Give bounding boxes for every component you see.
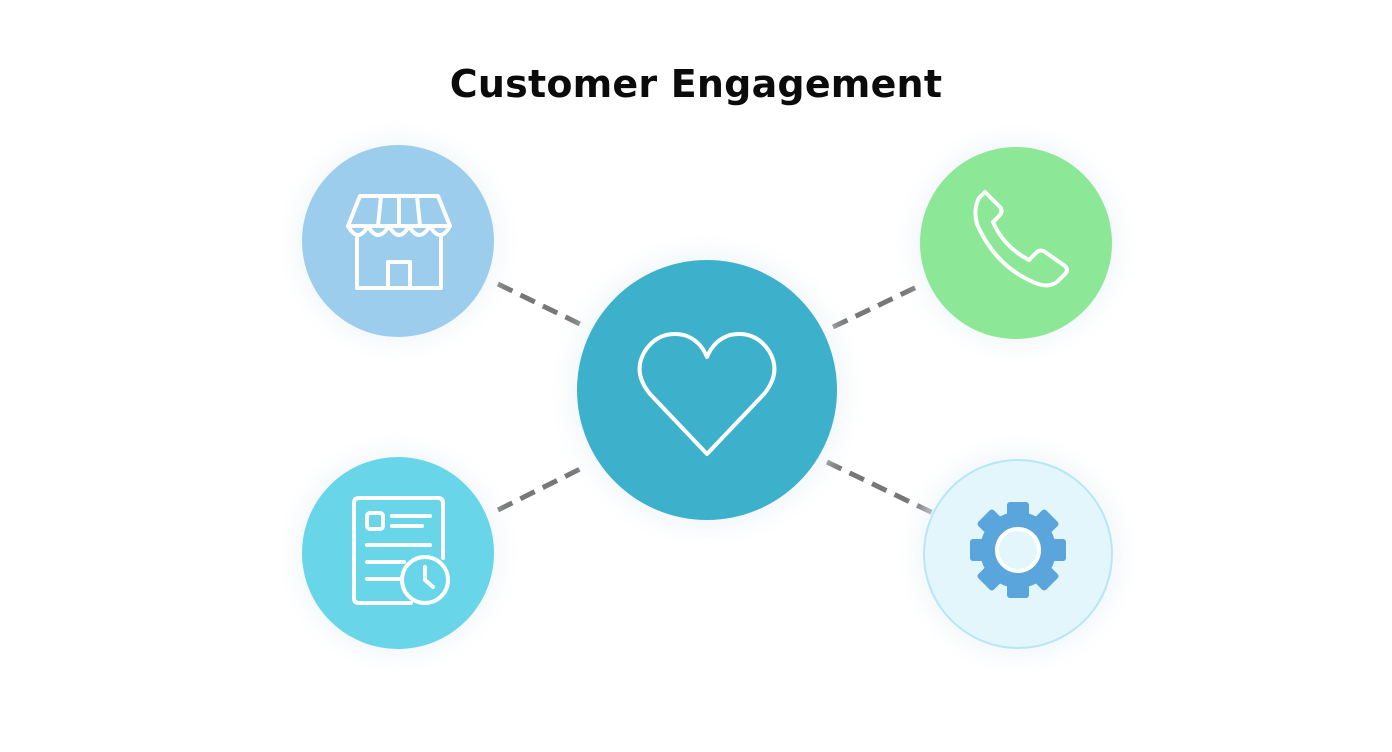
node-schedule[interactable] xyxy=(302,457,494,649)
node-schedule-circle xyxy=(302,457,494,649)
node-engagement[interactable] xyxy=(577,260,837,520)
phone-icon xyxy=(973,190,1069,288)
node-store[interactable] xyxy=(302,145,494,337)
node-store-circle xyxy=(302,145,494,337)
node-phone-circle xyxy=(920,147,1112,339)
document-clock-icon xyxy=(352,496,450,605)
connector-top-right xyxy=(831,281,925,330)
connector-bottom-right xyxy=(825,459,935,516)
node-phone[interactable] xyxy=(920,147,1112,339)
diagram-title: Customer Engagement xyxy=(449,62,943,106)
connector-top-left xyxy=(496,281,588,330)
storefront-icon xyxy=(346,194,452,290)
heart-icon xyxy=(637,332,777,456)
node-engagement-circle xyxy=(577,260,837,520)
node-settings[interactable] xyxy=(923,459,1113,649)
connectors xyxy=(496,281,935,516)
gear-icon xyxy=(970,502,1066,598)
connector-bottom-left xyxy=(496,463,588,513)
